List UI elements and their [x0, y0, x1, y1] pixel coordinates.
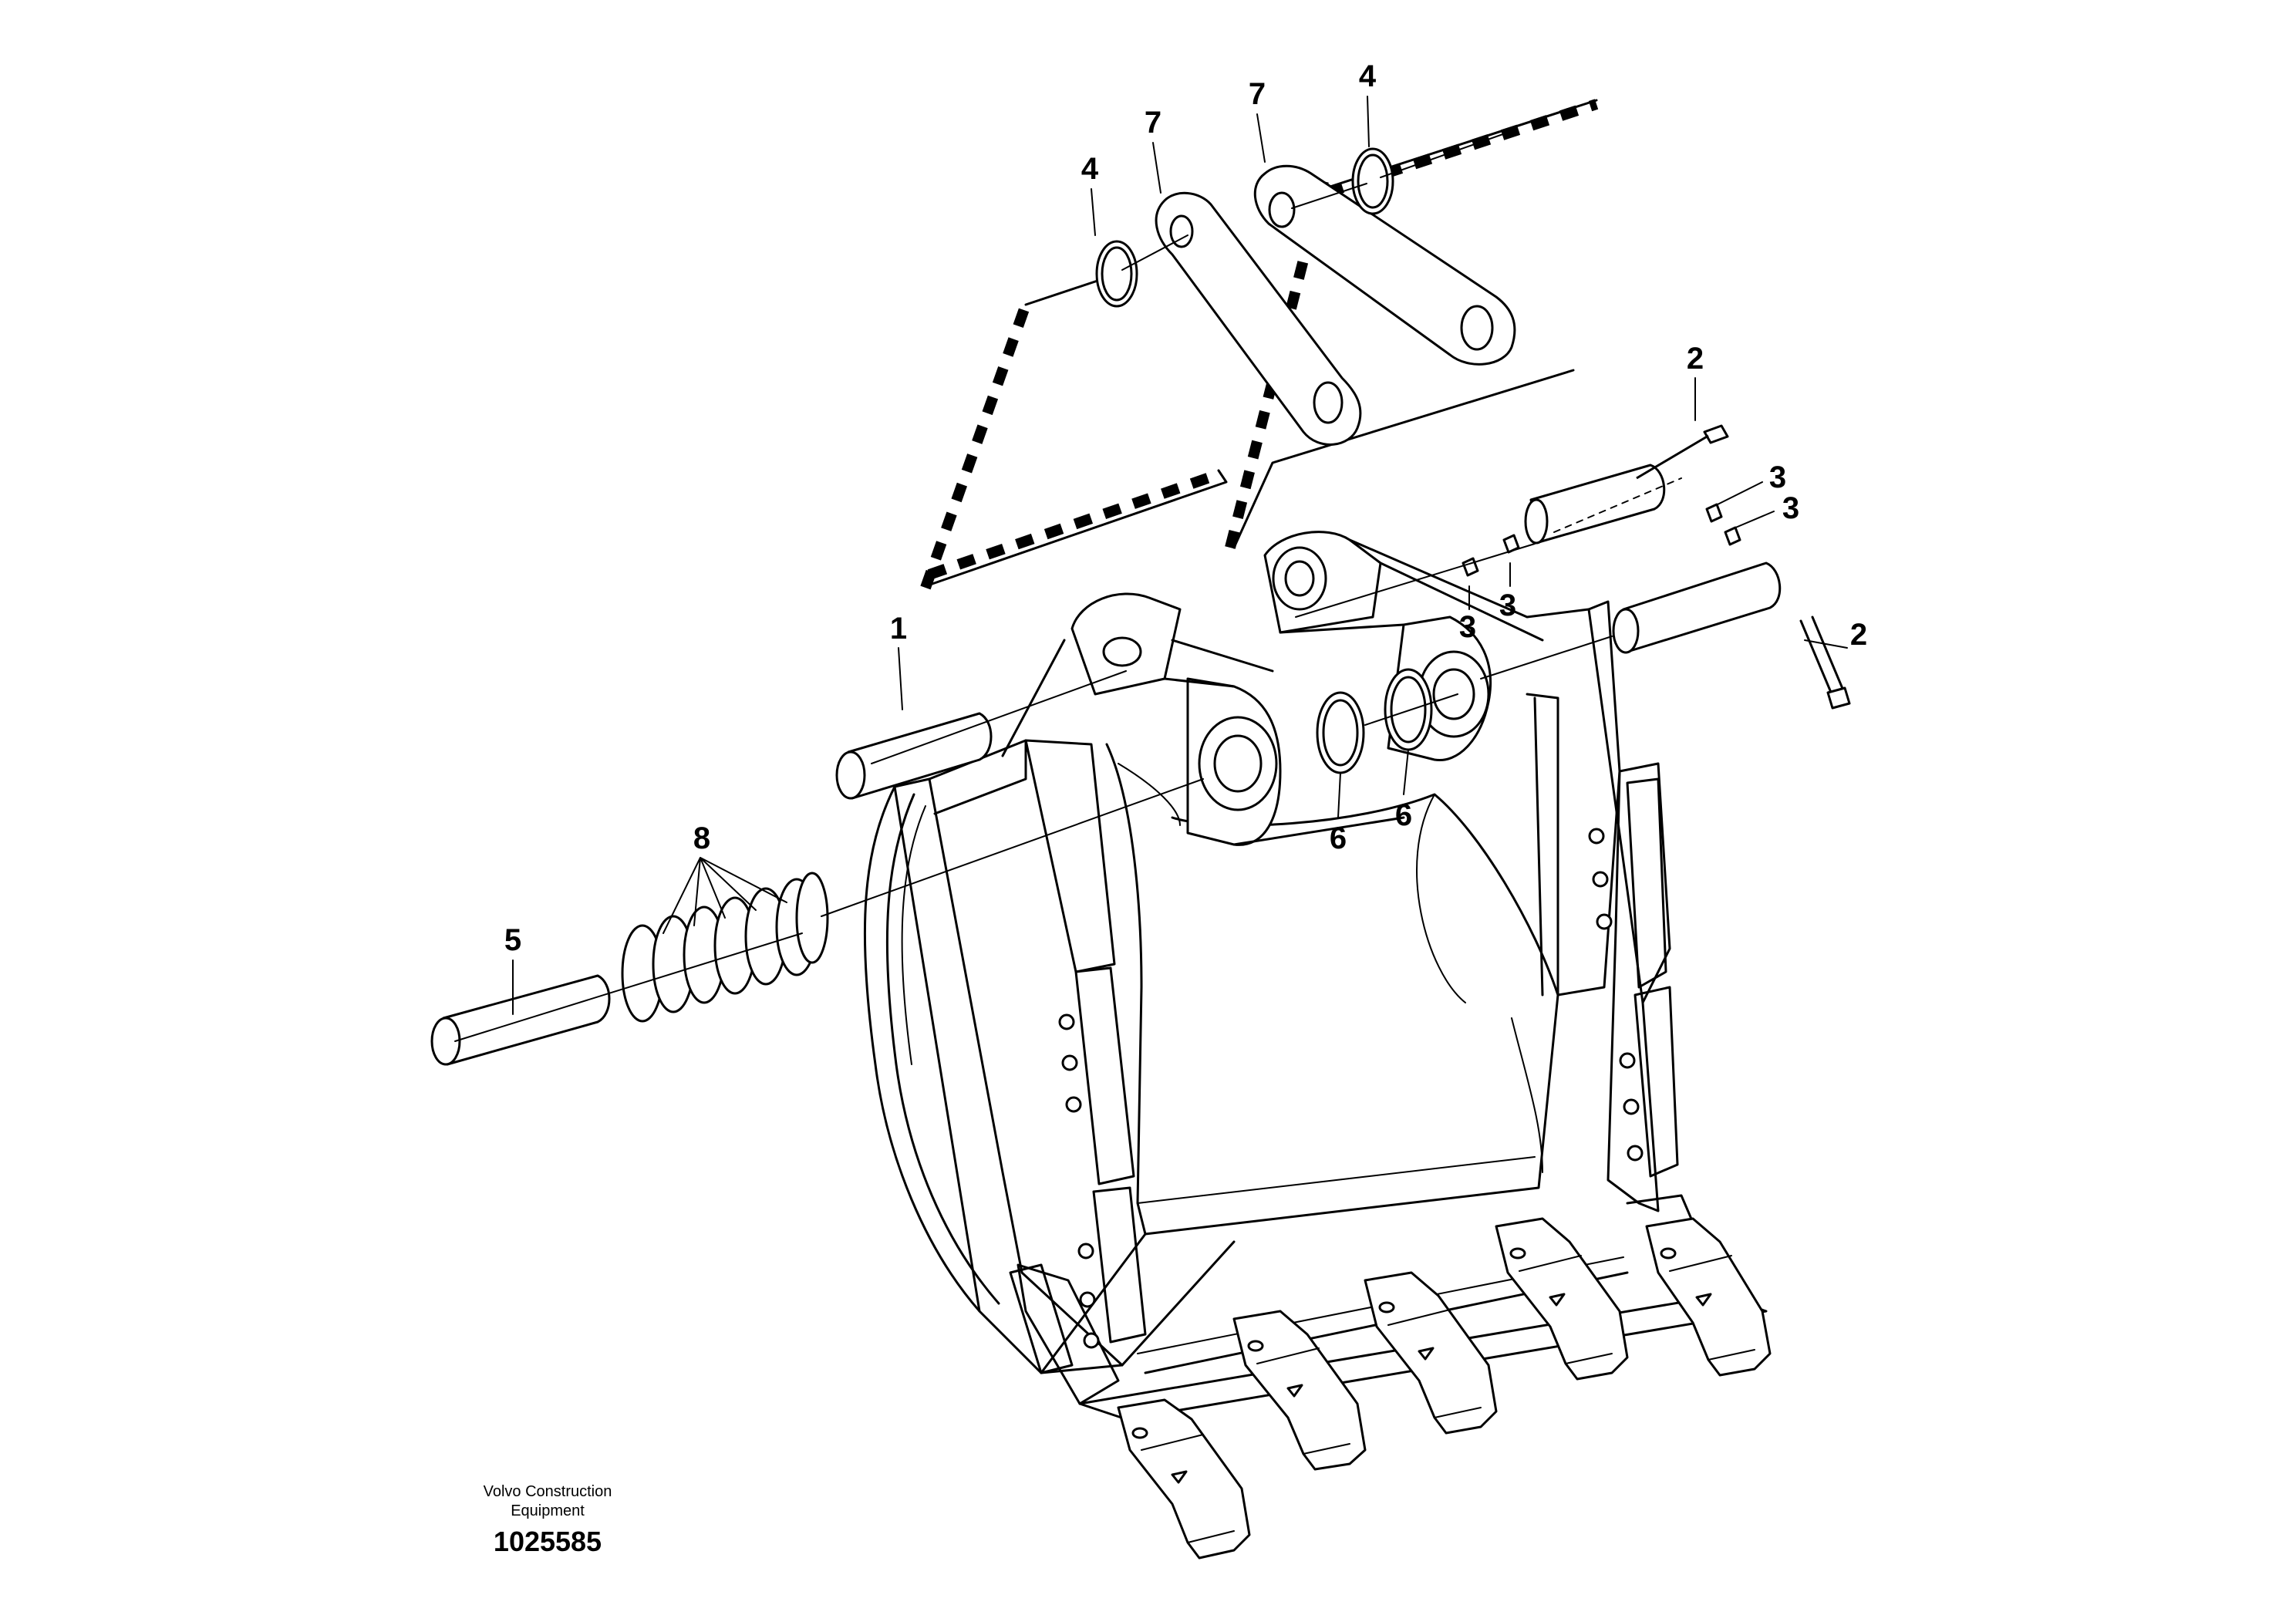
callout-6-right: 6: [1395, 798, 1412, 832]
callout-3-b: 3: [1782, 491, 1799, 525]
tooth-2: [1232, 1310, 1367, 1471]
part-4-orings: [1095, 147, 1394, 308]
tooth-3: [1364, 1271, 1498, 1435]
callout-7-right: 7: [1249, 77, 1266, 111]
part-7-links: [1155, 164, 1516, 446]
illustration-number: 1025585: [493, 1526, 602, 1557]
callout-3-c: 3: [1459, 610, 1476, 644]
callout-2-top: 2: [1687, 342, 1704, 376]
callout-4-left: 4: [1081, 152, 1099, 186]
callout-5: 5: [504, 923, 521, 957]
part-8-shims: [621, 872, 829, 1023]
tooth-5: [1645, 1217, 1772, 1377]
part-6-orings: [1316, 668, 1433, 774]
part-2-pins: [1462, 424, 1851, 710]
callout-8: 8: [693, 821, 710, 855]
publisher-name-line1: Volvo Construction: [483, 1483, 612, 1500]
callout-3-a: 3: [1769, 460, 1786, 494]
callout-2-right: 2: [1850, 618, 1867, 652]
leader-lines: [454, 96, 1848, 1042]
tooth-4: [1495, 1217, 1629, 1381]
callout-1: 1: [890, 612, 907, 646]
publisher-name-line2: Equipment: [511, 1502, 585, 1519]
bucket-body: [863, 600, 1768, 1421]
callout-6-left: 6: [1330, 821, 1347, 855]
part-5-pin: [430, 974, 611, 1066]
bucket-teeth: [1117, 1217, 1772, 1560]
callout-labels: 1 2 2 3 3 3 3 4 4 5 6 6 7 7 8: [504, 59, 1867, 957]
tooth-1: [1117, 1398, 1251, 1560]
callout-3-d: 3: [1499, 588, 1516, 622]
callout-4-right: 4: [1359, 59, 1377, 93]
mounting-brackets: [1001, 531, 1590, 846]
part-1-pin: [835, 712, 993, 800]
callout-7-left: 7: [1145, 106, 1161, 140]
